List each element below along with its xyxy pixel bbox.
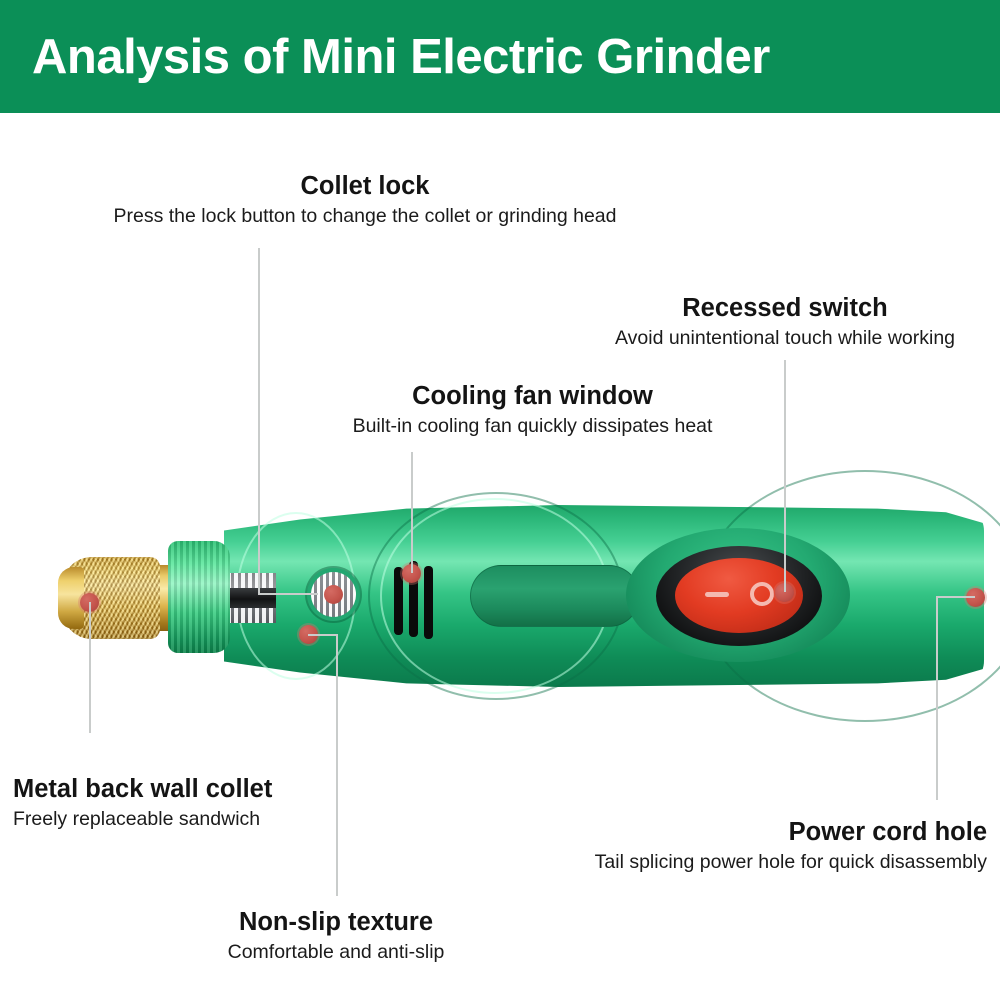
callout-collet-lock-title: Collet lock	[300, 172, 430, 200]
leader-line-collet-lock-horizontal	[258, 593, 318, 595]
marker-dot-recessed-switch	[775, 583, 794, 602]
callout-metal-back-wall-collet-title: Metal back wall collet	[13, 775, 273, 803]
callout-metal-back-wall-collet: Metal back wall collet Freely replaceabl…	[13, 775, 433, 831]
leader-line-recessed-switch	[784, 360, 786, 592]
leader-line-power-cord-hole-horizontal	[937, 596, 975, 598]
marker-dot-cooling-fan-window	[402, 564, 421, 583]
grip-panel	[470, 565, 640, 627]
switch-on-icon	[750, 582, 774, 606]
collet-lock-button[interactable]	[311, 572, 356, 617]
callout-power-cord-hole-description: Tail splicing power hole for quick disas…	[594, 850, 987, 873]
leader-line-non-slip-texture-vertical	[336, 634, 338, 896]
callout-collet-lock-description: Press the lock button to change the coll…	[113, 204, 617, 227]
callout-non-slip-texture-title: Non-slip texture	[238, 908, 434, 936]
callout-recessed-switch-description: Avoid unintentional touch while working	[614, 326, 956, 349]
lock-button-marker-dot	[324, 585, 343, 604]
callout-cooling-fan-window-title: Cooling fan window	[412, 382, 653, 410]
title-banner: Analysis of Mini Electric Grinder	[0, 0, 1000, 113]
leader-line-collet-lock-vertical	[258, 248, 260, 594]
vent-slot-2	[409, 561, 418, 637]
vent-slot-1	[394, 567, 403, 635]
callout-non-slip-texture-description: Comfortable and anti-slip	[227, 940, 445, 963]
callout-recessed-switch-title: Recessed switch	[682, 294, 888, 322]
page-title: Analysis of Mini Electric Grinder	[32, 29, 770, 84]
callout-collet-lock: Collet lock Press the lock button to cha…	[0, 172, 730, 228]
callout-cooling-fan-window: Cooling fan window Built-in cooling fan …	[305, 382, 760, 438]
leader-line-metal-back-wall-collet	[89, 602, 91, 733]
leader-line-cooling-fan-window	[411, 452, 413, 573]
callout-non-slip-texture: Non-slip texture Comfortable and anti-sl…	[130, 908, 542, 964]
green-collar	[168, 541, 230, 653]
vent-slot-3	[424, 566, 433, 639]
switch-off-icon	[705, 592, 729, 597]
marker-dot-power-cord-hole	[966, 588, 985, 607]
callout-metal-back-wall-collet-description: Freely replaceable sandwich	[13, 807, 261, 830]
collet-cap	[58, 567, 84, 629]
callout-cooling-fan-window-description: Built-in cooling fan quickly dissipates …	[352, 414, 713, 437]
callout-recessed-switch: Recessed switch Avoid unintentional touc…	[570, 294, 1000, 350]
leader-line-power-cord-hole-vertical	[936, 596, 938, 800]
leader-line-non-slip-texture-horizontal	[308, 634, 338, 636]
callout-power-cord-hole-title: Power cord hole	[788, 818, 987, 846]
callout-power-cord-hole: Power cord hole Tail splicing power hole…	[487, 818, 987, 874]
